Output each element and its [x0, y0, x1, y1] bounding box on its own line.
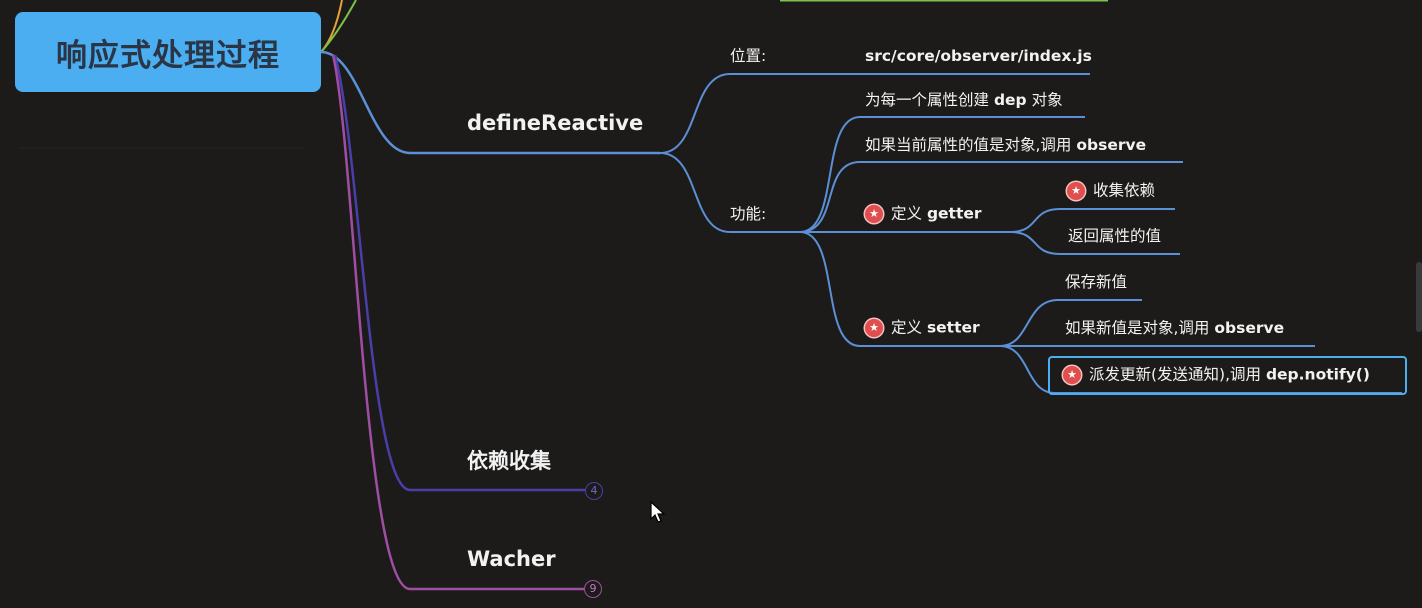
connector-offscreen-green	[320, 0, 357, 53]
connector-define-reactive	[320, 50, 660, 155]
star-icon: ★	[865, 205, 883, 223]
node-getter-prefix: 定义	[891, 204, 927, 223]
node-notify[interactable]: ★ 派发更新(发送通知),调用 dep.notify()	[1063, 366, 1370, 384]
connector-location	[659, 73, 780, 154]
root-node-label: 响应式处理过程	[56, 37, 280, 74]
node-function[interactable]: 功能:	[730, 205, 767, 223]
node-notify-bold: dep.notify()	[1265, 365, 1370, 384]
connector-collect	[1009, 208, 1175, 233]
collapsed-count-dep-collect: 4	[590, 484, 598, 497]
node-location-path[interactable]: src/core/observer/index.js	[865, 47, 1092, 65]
node-setter[interactable]: ★ 定义 setter	[865, 319, 980, 337]
star-icon: ★	[1063, 366, 1081, 384]
node-setter-prefix: 定义	[891, 318, 927, 337]
node-observe-new-prefix: 如果新值是对象,调用	[1065, 319, 1215, 337]
collapsed-count-badge-dep-collect[interactable]: 4	[585, 482, 603, 500]
connector-create-dep	[799, 116, 1085, 233]
node-observe[interactable]: 如果当前属性的值是对象,调用 observe	[865, 136, 1147, 154]
pointer-cursor-icon	[650, 501, 666, 523]
collapsed-count-badge-watcher[interactable]: 9	[584, 580, 602, 598]
node-getter[interactable]: ★ 定义 getter	[865, 205, 982, 223]
connector-save	[999, 299, 1142, 347]
connector-function	[659, 152, 800, 233]
connector-watcher	[331, 54, 584, 591]
node-create-dep[interactable]: 为每一个属性创建 dep 对象	[865, 91, 1063, 109]
node-create-dep-bold: dep	[993, 91, 1027, 109]
scroll-indicator[interactable]	[1416, 262, 1422, 332]
branch-watcher[interactable]: Wacher	[467, 549, 556, 570]
node-location[interactable]: 位置:	[730, 47, 767, 65]
node-return[interactable]: 返回属性的值	[1068, 227, 1162, 245]
branch-define-reactive-label: defineReactive	[467, 111, 644, 135]
node-create-dep-prefix: 为每一个属性创建	[865, 91, 994, 109]
root-node[interactable]: 响应式处理过程	[15, 12, 321, 92]
node-create-dep-suffix: 对象	[1026, 91, 1063, 109]
node-setter-bold: setter	[926, 318, 980, 337]
node-observe-prefix: 如果当前属性的值是对象,调用	[865, 136, 1077, 154]
node-location-label: 位置:	[730, 47, 767, 65]
connector-setter	[799, 231, 1000, 347]
node-collect[interactable]: ★ 收集依赖	[1067, 182, 1155, 200]
connector-offscreen-orange	[320, 0, 343, 53]
branch-dep-collect[interactable]: 依赖收集	[467, 451, 551, 472]
node-return-label: 返回属性的值	[1068, 227, 1162, 245]
connector-notify	[999, 345, 1402, 394]
selected-node-outline	[1048, 356, 1407, 395]
branch-dep-collect-label: 依赖收集	[467, 449, 551, 473]
node-function-label: 功能:	[730, 205, 767, 223]
node-getter-bold: getter	[926, 204, 982, 223]
node-location-path-text: src/core/observer/index.js	[865, 47, 1092, 65]
star-icon: ★	[1067, 182, 1085, 200]
collapsed-count-watcher: 9	[589, 582, 597, 595]
node-observe-new-bold: observe	[1214, 319, 1285, 337]
branch-define-reactive[interactable]: defineReactive	[467, 113, 643, 134]
node-save-label: 保存新值	[1065, 273, 1128, 291]
connector-return	[1009, 231, 1180, 255]
connector-dep-collect	[333, 54, 586, 492]
branch-watcher-label: Wacher	[467, 547, 556, 571]
node-save[interactable]: 保存新值	[1065, 273, 1128, 291]
star-icon: ★	[865, 319, 883, 337]
connector-observe	[799, 161, 1183, 233]
node-notify-prefix: 派发更新(发送通知),调用	[1089, 365, 1266, 384]
node-observe-bold: observe	[1076, 136, 1147, 154]
node-collect-label: 收集依赖	[1093, 181, 1156, 200]
node-observe-new[interactable]: 如果新值是对象,调用 observe	[1065, 319, 1285, 337]
